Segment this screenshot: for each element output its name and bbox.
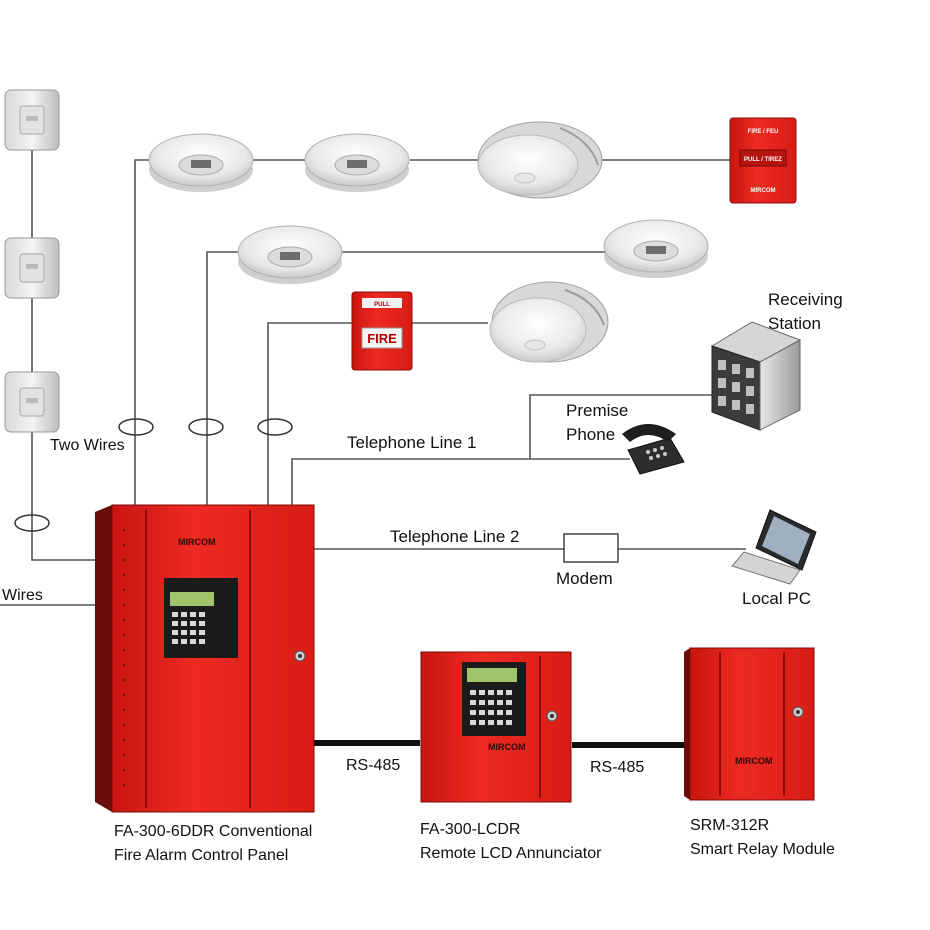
premise-phone-label-line1: Premise	[566, 401, 628, 420]
detector-icon	[304, 133, 410, 192]
pull-station-middle-label: FIRE	[367, 331, 397, 346]
laptop-icon	[731, 509, 817, 585]
modem-box	[563, 533, 619, 563]
detector-icon	[603, 219, 709, 278]
wire-loop-markers	[14, 418, 293, 532]
rs485-bus	[304, 740, 688, 748]
receiving-station-building-icon	[710, 321, 802, 431]
relay-module-brand: MIRCOM	[735, 756, 773, 766]
rs485-left-label: RS-485	[346, 757, 400, 774]
horn-strobe-icon	[4, 371, 60, 433]
telephone-line-1-label: Telephone Line 1	[347, 433, 477, 452]
pull-station-middle: PULL FIRE	[351, 291, 413, 371]
control-panel-brand: MIRCOM	[178, 537, 216, 547]
horn-strobe-icon	[4, 89, 60, 151]
telephone-line-2-label: Telephone Line 2	[390, 527, 520, 546]
pull-station-top: FIRE / FEU PULL / TIREZ MIRCOM	[729, 117, 797, 204]
telephone-icon	[622, 424, 685, 475]
annunciator-device: MIRCOM	[420, 651, 572, 803]
pull-station-middle-header: PULL	[374, 302, 390, 308]
wire-loop-marker	[188, 418, 224, 436]
wire-loop-marker	[14, 514, 50, 532]
control-panel-desc: Fire Alarm Control Panel	[114, 847, 288, 864]
detector-icon	[148, 133, 254, 192]
relay-module-name: SRM-312R	[690, 817, 769, 834]
horn-loop-wire	[31, 148, 112, 561]
control-panel-name: FA-300-6DDR Conventional	[114, 823, 312, 840]
rs485-right-label: RS-485	[590, 759, 644, 776]
control-panel-device: MIRCOM	[95, 504, 315, 813]
heat-detector-icon	[477, 121, 603, 199]
two-wires-label: Two Wires	[50, 437, 125, 454]
detector-loop-3-wire	[267, 322, 488, 505]
pull-station-top-bar: PULL / TIREZ	[744, 157, 782, 163]
premise-phone-label-line2: Phone	[566, 425, 615, 444]
annunciator-desc: Remote LCD Annunciator	[420, 845, 602, 862]
detector-loop-1-wire	[134, 159, 730, 505]
telephone-line-1-wire	[291, 394, 712, 505]
pull-station-top-brand: MIRCOM	[751, 188, 776, 194]
pull-station-top-header: FIRE / FEU	[748, 129, 779, 135]
receiving-station-label-line2: Station	[768, 314, 821, 333]
wire-loop-marker	[118, 418, 154, 436]
local-pc-label: Local PC	[742, 589, 811, 608]
modem-label: Modem	[556, 569, 613, 588]
heat-detector-icon	[489, 281, 609, 363]
wiring	[0, 148, 746, 606]
relay-module-device: MIRCOM	[684, 647, 815, 801]
horn-strobe-column	[4, 89, 60, 433]
horn-strobe-icon	[4, 237, 60, 299]
relay-module-desc: Smart Relay Module	[690, 841, 835, 858]
annunciator-name: FA-300-LCDR	[420, 821, 520, 838]
detector-icon	[237, 225, 343, 284]
receiving-station-label-line1: Receiving	[768, 290, 843, 309]
wires-label: Wires	[2, 587, 43, 604]
annunciator-brand: MIRCOM	[488, 742, 526, 752]
wire-loop-marker	[257, 418, 293, 436]
detector-loop-2-wire	[206, 251, 605, 505]
